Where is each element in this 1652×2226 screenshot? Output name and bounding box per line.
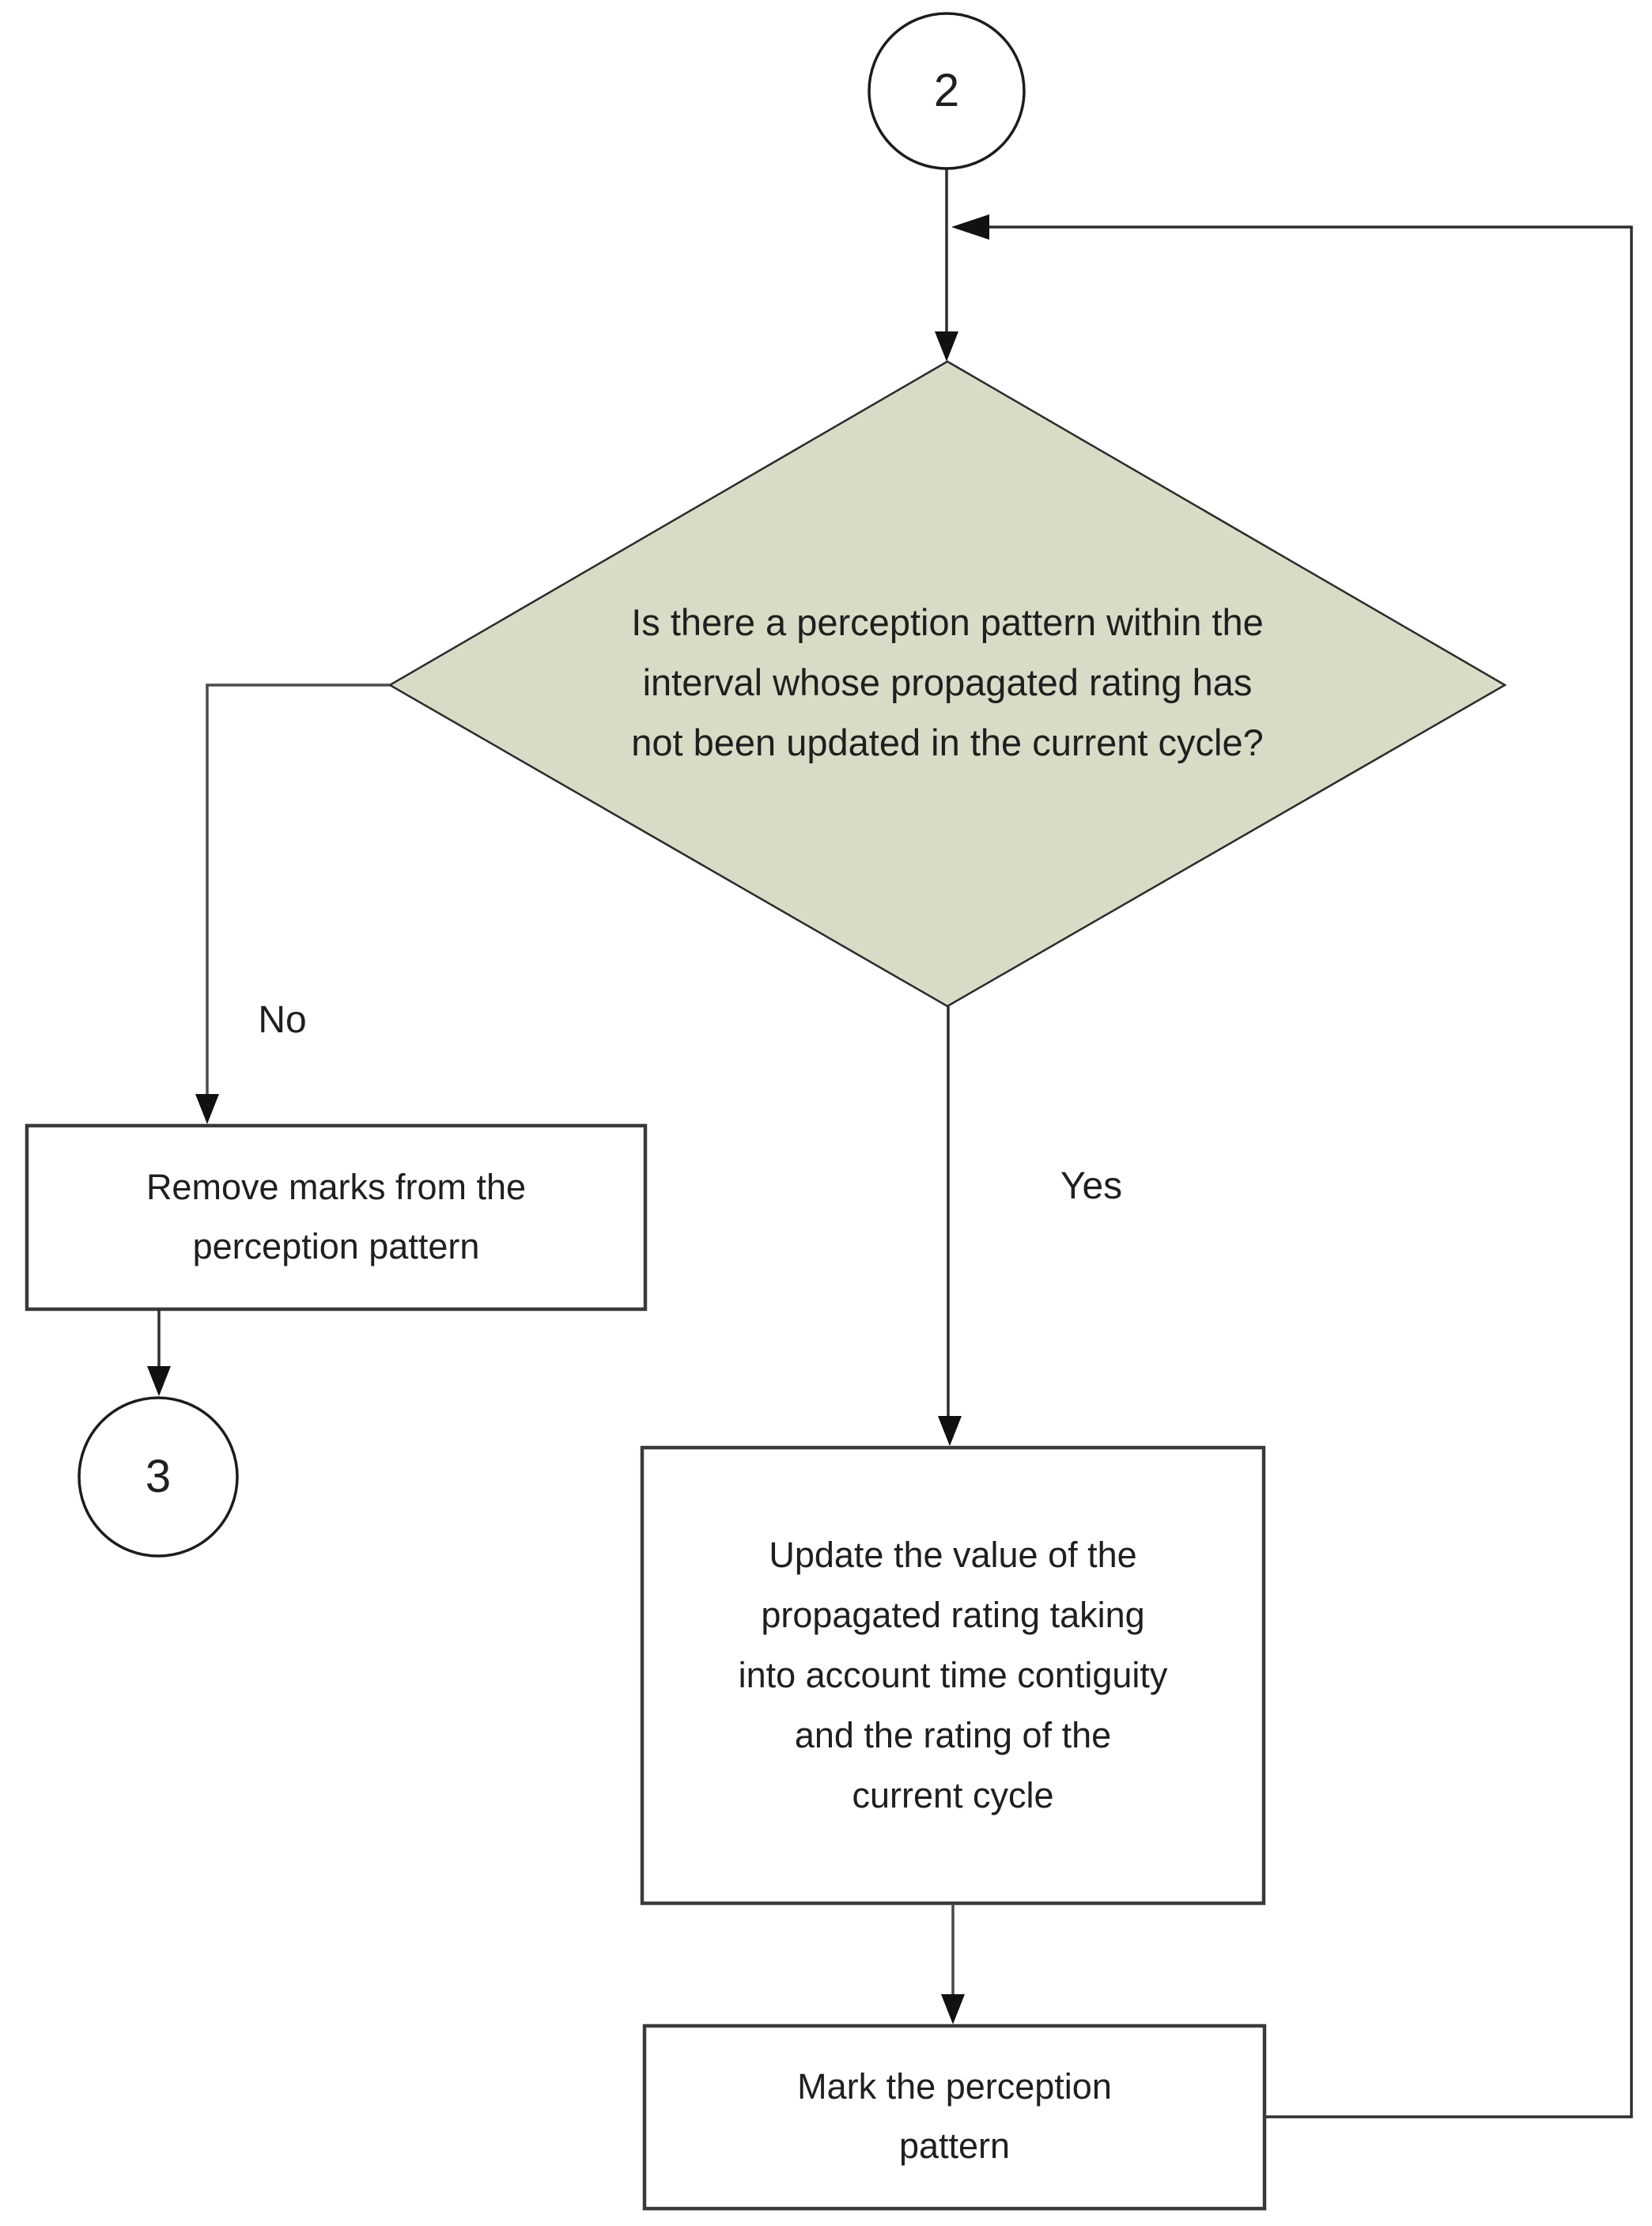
process-mark-text: Mark the perception pattern [652, 2057, 1257, 2175]
arrowhead-loop-into-junction [951, 214, 989, 240]
branch-label-no: No [258, 999, 307, 1041]
connector-circle-3 [77, 1396, 239, 1558]
arrowhead-into-decision [935, 331, 958, 362]
process-box-mark [642, 2023, 1267, 2211]
decision-line-3: not been updated in the current cycle? [631, 721, 1264, 763]
decision-question-text: Is there a perception pattern within the… [441, 592, 1454, 773]
loop-back-line [989, 225, 1633, 2118]
arrowhead-into-remove-box [195, 1094, 219, 1124]
process-box-remove [25, 1123, 648, 1312]
connector-circle-2 [868, 12, 1026, 170]
arrowhead-into-update-box [938, 1416, 962, 1446]
process-remove-line-1: Remove marks from the [146, 1167, 527, 1207]
decision-line-1: Is there a perception pattern within the [631, 601, 1264, 643]
connector-2-label: 2 [933, 65, 960, 116]
branch-label-yes: Yes [1060, 1165, 1123, 1207]
decision-line-2: interval whose propagated rating has [642, 661, 1253, 703]
process-mark-line-2: pattern [898, 2126, 1011, 2166]
process-update-text: Update the value of the propagated ratin… [650, 1525, 1256, 1826]
process-update-line-1: Update the value of the [769, 1535, 1137, 1575]
process-box-update [640, 1445, 1266, 1906]
arrowhead-into-mark-box [941, 1994, 965, 2024]
no-branch-line [206, 683, 390, 1098]
process-update-line-2: propagated rating taking [761, 1595, 1145, 1635]
connector-3-label: 3 [145, 1451, 172, 1502]
process-remove-text: Remove marks from the perception pattern [35, 1157, 637, 1276]
process-update-line-4: and the rating of the [794, 1715, 1112, 1755]
process-update-line-3: into account time contiguity [738, 1655, 1168, 1695]
process-mark-line-1: Mark the perception [797, 2066, 1112, 2107]
arrowhead-into-circle3 [147, 1366, 171, 1396]
process-update-line-5: current cycle [852, 1775, 1054, 1815]
process-remove-line-2: perception pattern [192, 1226, 480, 1266]
